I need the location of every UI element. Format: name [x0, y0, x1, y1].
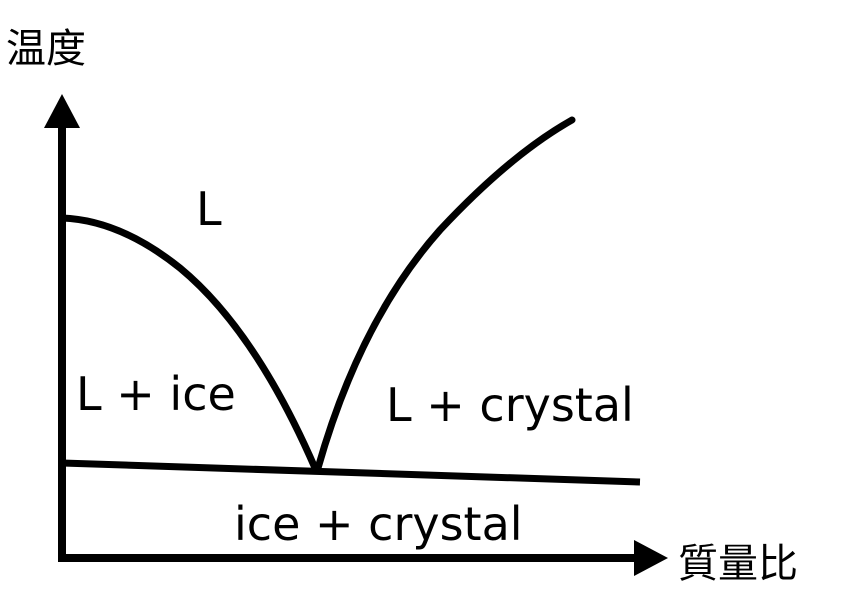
x-axis-label: 質量比: [678, 541, 798, 587]
region-label-liquid-crystal: L + crystal: [386, 378, 634, 432]
ice-liquidus-curve: [58, 214, 319, 472]
region-label-liquid-ice: L + ice: [76, 367, 236, 421]
region-label-liquid: L: [196, 182, 222, 236]
y-axis-arrowhead: [44, 94, 80, 128]
x-axis-arrowhead: [634, 540, 668, 576]
eutectic-line: [61, 459, 641, 486]
region-label-ice-crystal: ice + crystal: [234, 497, 523, 551]
y-axis-label: 温度: [6, 26, 86, 72]
crystal-liquidus-curve: [314, 116, 576, 472]
